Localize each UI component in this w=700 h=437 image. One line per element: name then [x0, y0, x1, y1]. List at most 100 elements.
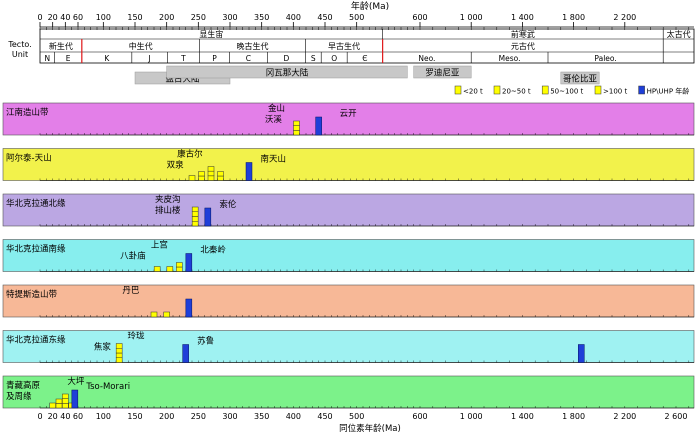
- belt-name: 华北克拉通北缘: [6, 198, 66, 209]
- belt-name: 特提斯造山带: [6, 289, 58, 300]
- belt-name: 华北克拉通南缘: [6, 244, 66, 255]
- gold-deposit-bar: [153, 266, 161, 272]
- top-axis-tick-label: 100: [96, 13, 111, 22]
- top-axis-tick-label: 500: [349, 13, 364, 22]
- period-label: P: [212, 54, 217, 63]
- hp-uhp-bar: [185, 298, 193, 318]
- period-label: O: [331, 54, 337, 63]
- top-axis-tick-label: 300: [222, 13, 237, 22]
- hp-uhp-bar: [185, 253, 193, 272]
- gold-deposit-bar: [150, 311, 158, 318]
- bottom-axis-label: 同位素年龄(Ma): [339, 423, 401, 433]
- gold-deposit-bar: [198, 175, 205, 181]
- top-axis-tick-label: 60: [73, 13, 83, 22]
- bottom-axis-tick-label: 20: [48, 412, 58, 421]
- era-label: 中生代: [129, 41, 153, 51]
- belt-name: 江南造山带: [6, 107, 49, 118]
- bottom-axis-tick-label: 600: [412, 412, 427, 421]
- gold-deposit-bar: [207, 170, 215, 177]
- bottom-axis-tick-label: 450: [317, 412, 332, 421]
- period-label: J: [147, 54, 150, 63]
- gold-deposit-bar: [293, 125, 300, 131]
- belt-band: [2, 239, 695, 272]
- gold-deposit-bar: [293, 120, 300, 126]
- period-label: C: [246, 54, 251, 63]
- locality-label: 大坪: [67, 376, 85, 387]
- tecto-label: Tecto.: [7, 40, 31, 49]
- bottom-axis-tick-label: 1 400: [511, 412, 534, 421]
- bottom-axis-tick-label: 400: [286, 412, 301, 421]
- belt-band: [2, 148, 695, 181]
- era-label: 晚古生代: [236, 41, 268, 51]
- locality-label: 苏鲁: [197, 336, 214, 347]
- locality-label: 夹皮沟: [155, 194, 181, 205]
- top-axis-tick-label: 350: [254, 13, 269, 22]
- era-label: 新生代: [49, 41, 73, 51]
- gold-deposit-bar: [115, 343, 123, 349]
- locality-label: 康古尔: [177, 149, 203, 160]
- legend-swatch: [493, 85, 501, 95]
- belt-band: [2, 193, 695, 227]
- hp-uhp-bar: [315, 116, 322, 136]
- legend-label: HP\UHP 年龄: [647, 87, 690, 96]
- locality-label: 沃溪: [265, 114, 283, 125]
- bottom-axis-tick-label: 1 000: [460, 412, 483, 421]
- supercontinent-label: 罗迪尼亚: [425, 68, 460, 79]
- locality-label: Tso-Morari: [85, 382, 130, 392]
- belt-name: 青藏高原: [6, 380, 40, 391]
- gold-deposit-bar: [207, 166, 215, 172]
- supercontinent-label: 哥伦比亚: [563, 74, 598, 85]
- belt-name: 华北克拉通东缘: [6, 335, 66, 346]
- period-label: D: [283, 54, 289, 63]
- unit-label: Unit: [12, 50, 28, 59]
- period-label: Paleo.: [594, 54, 616, 63]
- locality-label: 丹巴: [122, 286, 140, 296]
- gold-deposit-bar: [191, 206, 199, 212]
- top-axis-tick-label: 40: [60, 13, 70, 22]
- eon-label: 前寒武: [511, 29, 535, 39]
- period-label: E: [66, 54, 71, 63]
- belt-band: [2, 375, 695, 409]
- gold-deposit-bar: [207, 175, 215, 181]
- top-axis-tick-label: 0: [37, 13, 42, 22]
- locality-label: 北秦岭: [200, 245, 226, 256]
- bottom-axis-tick-label: 150: [127, 412, 142, 421]
- supercontinent-label: 冈瓦那大陆: [266, 68, 309, 79]
- gold-deposit-bar: [166, 266, 174, 272]
- belt-band: [2, 102, 695, 136]
- top-axis-tick-label: 600: [412, 13, 427, 22]
- legend-swatch: [638, 85, 645, 95]
- legend-swatch: [594, 85, 602, 95]
- locality-label: 云开: [340, 109, 358, 119]
- legend-swatch: [541, 85, 549, 95]
- top-axis-tick-label: 2 200: [613, 13, 636, 22]
- bottom-axis-tick-label: 500: [349, 412, 364, 421]
- gold-deposit-bar: [163, 311, 170, 318]
- top-axis-tick-label: 450: [317, 13, 332, 22]
- locality-label: 金山: [268, 103, 285, 114]
- gold-deposit-bar: [62, 403, 69, 409]
- gold-deposit-bar: [62, 393, 69, 399]
- gold-deposit-bar: [115, 352, 123, 358]
- gold-deposit-bar: [115, 348, 123, 354]
- belt-band: [2, 284, 695, 318]
- hp-uhp-bar: [71, 389, 79, 409]
- period-label: Є: [362, 54, 367, 63]
- gold-deposit-bar: [191, 211, 199, 217]
- belt-name: 阿尔泰-天山: [6, 153, 52, 164]
- top-axis-tick-label: 1 400: [511, 13, 534, 22]
- gold-deposit-bar: [62, 398, 69, 404]
- timescale-table: [39, 28, 695, 64]
- top-axis-tick-label: 200: [159, 13, 174, 22]
- gold-deposit-bar: [115, 357, 123, 363]
- hp-uhp-bar: [578, 344, 585, 363]
- hp-uhp-bar: [204, 207, 212, 227]
- top-axis-tick-label: 1 000: [460, 13, 483, 22]
- top-axis-label: 年龄(Ma): [351, 0, 389, 12]
- gold-deposit-bar: [55, 403, 63, 409]
- eon-label: 太古代: [667, 29, 691, 39]
- hp-uhp-bar: [245, 162, 253, 181]
- top-axis-tick-label: 150: [127, 13, 142, 22]
- legend-swatch: [454, 85, 462, 95]
